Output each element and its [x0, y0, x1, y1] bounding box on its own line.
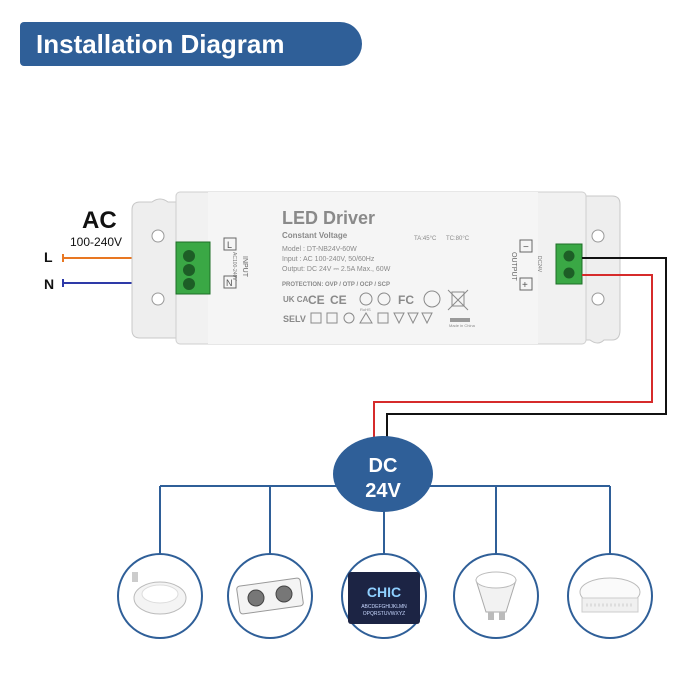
screw-hole-icon [591, 229, 605, 243]
spotlight-lens-icon [247, 589, 265, 607]
sign-letters-row1: ABCDEFGHIJKLMN [361, 604, 407, 610]
load-led-strip [567, 553, 653, 639]
output-side-label: OUTPUT [510, 252, 517, 282]
output-terminal-minus: − [523, 242, 529, 253]
load-illuminated-sign: CHIC ABCDEFGHIJKLMN OPQRSTUVWXYZ [341, 553, 427, 639]
driver-model: Model : DT-NB24V-60W [282, 246, 357, 253]
driver-ta: TA:45°C [414, 236, 437, 242]
driver-output: Output: DC 24V ⎓ 2.5A Max., 60W [282, 266, 391, 273]
rohs-mark: RoHS [360, 307, 371, 312]
positive-output-wire [373, 274, 653, 446]
neutral-label: N [44, 276, 54, 292]
furniture-mount-icon [421, 312, 433, 325]
screw-hole-icon [151, 229, 165, 243]
diagram-title-banner: Installation Diagram [20, 22, 362, 66]
load-double-spotlight [227, 553, 313, 639]
mount-ear-right [579, 195, 621, 344]
driver-tc: TC:80°C [446, 236, 470, 242]
terminal-screw-icon [183, 278, 195, 290]
driver-input: Input : AC 100-240V, 50/60Hz [282, 256, 375, 263]
spring-clip-icon [132, 572, 138, 582]
screw-hole-icon [591, 292, 605, 306]
bulb-lens-icon [475, 571, 517, 589]
driver-protection: PROTECTION: OVP / OTP / OCP / SCP [282, 282, 390, 288]
indoor-use-icon [377, 312, 389, 324]
input-small-label: AC100-240V [231, 252, 237, 281]
furniture-mount-icon [393, 312, 405, 325]
input-n-box [223, 275, 237, 289]
diagram-title: Installation Diagram [36, 29, 285, 59]
input-l-box [223, 237, 237, 251]
mount-ear-left [131, 198, 183, 339]
ce-mark: CE [308, 293, 325, 307]
sign-text: CHIC [367, 584, 401, 600]
output-small-label: DC24V [536, 256, 542, 273]
ce-mark: CE [330, 293, 347, 307]
double-insulation-icon [310, 312, 322, 324]
sign-panel-icon [348, 572, 420, 624]
driver-label-panel [208, 192, 538, 344]
rohs-badge-icon [359, 292, 373, 306]
terminal-screw-icon [563, 250, 575, 262]
load-downlight [117, 553, 203, 639]
etl-listed-icon [423, 290, 441, 308]
input-terminal-l: L [227, 240, 232, 250]
certification-seal-icon [377, 292, 391, 306]
made-in-label: Made in China [449, 323, 476, 328]
driver-title: LED Driver [282, 208, 375, 228]
input-terminal-n: N [226, 278, 233, 288]
weee-bin-icon [447, 289, 469, 311]
ukca-mark: UK CA [283, 295, 309, 304]
lamp-symbol-icon [343, 312, 355, 324]
fcc-mark: FC [398, 293, 414, 307]
terminal-screw-icon [183, 250, 195, 262]
negative-output-wire [386, 257, 667, 446]
ac-voltage-range: 100-240V [70, 235, 122, 249]
output-plus-box [519, 277, 533, 291]
output-terminal-plus: + [522, 280, 528, 291]
screw-hole-icon [151, 292, 165, 306]
warning-triangle-icon [359, 312, 373, 324]
output-minus-box [519, 239, 533, 253]
terminal-screw-icon [563, 267, 575, 279]
selv-mark: SELV [283, 314, 306, 324]
dc-label: DC [369, 455, 398, 477]
load-gu10-bulb [453, 553, 539, 639]
bulb-pin-icon [488, 612, 494, 620]
terminal-screw-icon [183, 264, 195, 276]
sign-letters-row2: OPQRSTUVWXYZ [363, 611, 406, 617]
dc-output-badge [333, 436, 433, 512]
live-label: L [44, 249, 53, 265]
input-side-label: INPUT [241, 256, 248, 278]
barcode-icon [450, 318, 470, 322]
dc-voltage: 24V [365, 480, 401, 502]
led-driver: L N INPUT AC100-240V − + OUTPUT DC24V LE… [131, 191, 621, 345]
bulb-pin-icon [499, 612, 505, 620]
driver-subtitle: Constant Voltage [282, 231, 348, 240]
furniture-mount-icon [407, 312, 419, 325]
spotlight-lens-icon [275, 585, 293, 603]
ac-label: AC [82, 207, 117, 234]
class-ii-icon [326, 312, 338, 324]
